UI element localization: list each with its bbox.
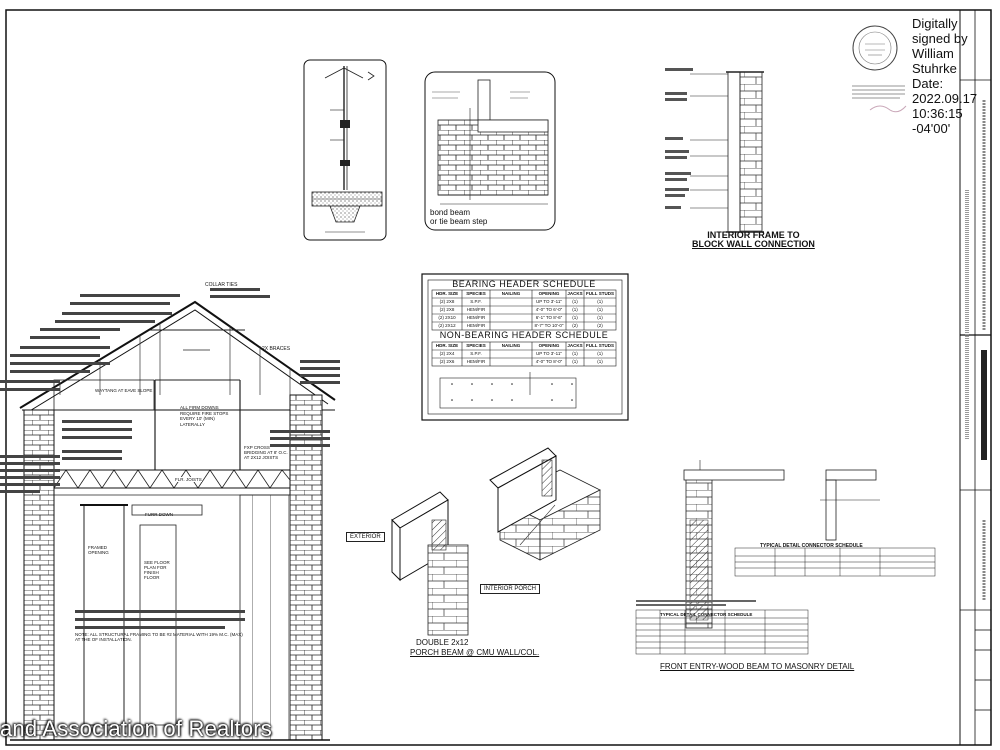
schedule-header-cell: SPECIES [466, 343, 486, 348]
schedule-header-cell: FULL STUDS [586, 291, 614, 296]
front-entry-connector-title-1: TYPICAL DETAIL CONNECTOR SCHEDULE [760, 543, 863, 549]
schedule-cell: HEM/FIR [466, 359, 486, 364]
bearing-header-title: BEARING HEADER SCHEDULE [452, 279, 596, 289]
schedule-header-cell: JACKS [567, 343, 583, 348]
schedule-cell: (2) 2X8 [439, 299, 455, 304]
schedule-cell: (1) [572, 359, 578, 364]
detail-bond-beam [424, 71, 556, 231]
schedule-cell: UP TO 3'-11" [536, 299, 562, 304]
signature-line: 2022.09.17 [912, 91, 978, 106]
schedule-cell: S.P.F. [470, 299, 482, 304]
schedule-cell: 4'-0" TO 6'-0" [535, 307, 563, 312]
schedule-cell: (1) [597, 351, 603, 356]
schedule-cell: (2) 2X6 [439, 359, 455, 364]
detail-wall-section-top [303, 59, 387, 241]
schedule-cell: HEM/FIR [466, 323, 486, 328]
digital-signature: Digitally signed by William Stuhrke Date… [912, 16, 992, 136]
signature-line: Digitally [912, 16, 958, 31]
schedule-header-cell: JACKS [567, 291, 583, 296]
title-block [959, 10, 991, 745]
schedule-cell: 8'-7" TO 10'-0" [534, 323, 564, 328]
framed-opening-note: FRAMED OPENING [88, 545, 109, 555]
building-cross-section [10, 300, 336, 741]
schedule-cell: (1) [572, 351, 578, 356]
schedule-cell: (2) 2X8 [439, 307, 455, 312]
waytang-note: WAYTANG AT EAVE SLOPE [95, 388, 153, 393]
schedule-cell: 4'-0" TO 8'-0" [535, 359, 563, 364]
signature-line: William [912, 46, 954, 61]
header-schedule-panel [421, 273, 629, 421]
schedule-cell: 6'-1" TO 8'-6" [535, 315, 563, 320]
cross-bridging-note: FXP CROSS BRIDGING AT 8' O.C. AT 2X12 JO… [244, 445, 288, 460]
schedule-cell: HEM/FIR [466, 315, 486, 320]
schedule-header-cell: OPENING [538, 343, 560, 348]
porch-exterior-label: EXTERIOR [346, 532, 385, 542]
schedule-cell: (2) 2X12 [438, 323, 456, 328]
schedule-cell: (1) [597, 359, 603, 364]
schedule-cell [490, 314, 532, 322]
schedule-cell: (2) [597, 323, 603, 328]
schedule-cell [490, 306, 532, 314]
schedule-cell: HEM/FIR [466, 307, 486, 312]
interior-frame-title-line1: INTERIOR FRAME TO [707, 230, 800, 240]
schedule-cell: S.P.F. [470, 351, 482, 356]
porch-interior-label: INTERIOR PORCH [480, 584, 541, 594]
schedule-cell: (1) [597, 299, 603, 304]
schedule-header-cell: OPENING [538, 291, 560, 296]
schedule-cell: (1) [572, 299, 578, 304]
porch-beam-title: DOUBLE 2x12 PORCH BEAM @ CMU WALL/COL. [410, 638, 539, 658]
porch-beam-title-line2: PORCH BEAM @ CMU WALL/COL. [410, 648, 540, 657]
detail-porch-beam [391, 447, 601, 636]
detail-interior-frame [665, 68, 764, 233]
schedule-cell [490, 358, 532, 366]
signature-line: 10:36:15 [912, 106, 963, 121]
schedule-cell [490, 298, 532, 306]
sheet-border [5, 9, 992, 746]
signature-line: -04'00' [912, 121, 951, 136]
schedule-cell: (1) [572, 307, 578, 312]
schedule-header-cell: NAILING [501, 343, 521, 348]
porch-beam-title-line1: DOUBLE 2x12 [416, 638, 469, 647]
schedule-header-cell: SPECIES [466, 291, 486, 296]
schedule-cell: (1) [597, 307, 603, 312]
section-notes-marks [0, 288, 340, 629]
flr-joists-note: FLR. JOISTS [175, 477, 202, 482]
interior-frame-title-line2: BLOCK WALL CONNECTION [692, 239, 815, 249]
schedule-cell [490, 322, 532, 330]
bond-beam-note-line: bond beam [430, 208, 471, 217]
braces-note: 2X BRACES [262, 346, 291, 352]
bond-beam-note-line: or tie beam step [430, 217, 488, 226]
bond-beam-note: bond beam or tie beam step [430, 208, 487, 226]
collar-ties-note: COLLAR TIES [205, 282, 238, 288]
detail-front-entry [635, 460, 936, 655]
non-bearing-header-title: NON-BEARING HEADER SCHEDULE [439, 330, 609, 340]
schedule-cell: (1) [572, 315, 578, 320]
schedule-header-cell: FULL STUDS [586, 343, 614, 348]
schedule-cell: (2) 2X4 [439, 351, 455, 356]
schedule-cell [490, 350, 532, 358]
realtor-watermark: and Association of Realtors [0, 716, 272, 741]
schedule-header-cell: HDR. SIZE [435, 291, 459, 296]
schedule-cell: (1) [597, 315, 603, 320]
firm-down-note: ALL FIRM DOWNS REQUIRE FIRE STOPS EVERY … [180, 405, 229, 427]
signature-line: Stuhrke [912, 61, 957, 76]
furr-down-note: FURR DOWN [145, 512, 173, 517]
engineer-seal-icon [852, 25, 907, 113]
signature-line: Date: [912, 76, 944, 91]
schedule-header-cell: HDR. SIZE [435, 343, 459, 348]
front-entry-connector-title-2: TYPICAL DETAIL CONNECTOR SCHEDULE [660, 612, 753, 617]
schedule-header-cell: NAILING [501, 291, 521, 296]
signature-line: signed by [912, 31, 968, 46]
front-entry-title: FRONT ENTRY-WOOD BEAM TO MASONRY DETAIL [660, 662, 855, 671]
structural-framing-note: NOTE: ALL STRUCTURAL FRAMING TO BE #2 MA… [75, 632, 243, 642]
schedule-cell: (2) 2X10 [438, 315, 456, 320]
schedule-cell: (2) [572, 323, 578, 328]
see-floor-plan-note: SEE FLOOR PLAN FOR FINISH FLOOR [144, 560, 170, 580]
interior-frame-title: INTERIOR FRAME TO BLOCK WALL CONNECTION [692, 231, 815, 249]
schedule-cell: UP TO 3'-11" [536, 351, 562, 356]
